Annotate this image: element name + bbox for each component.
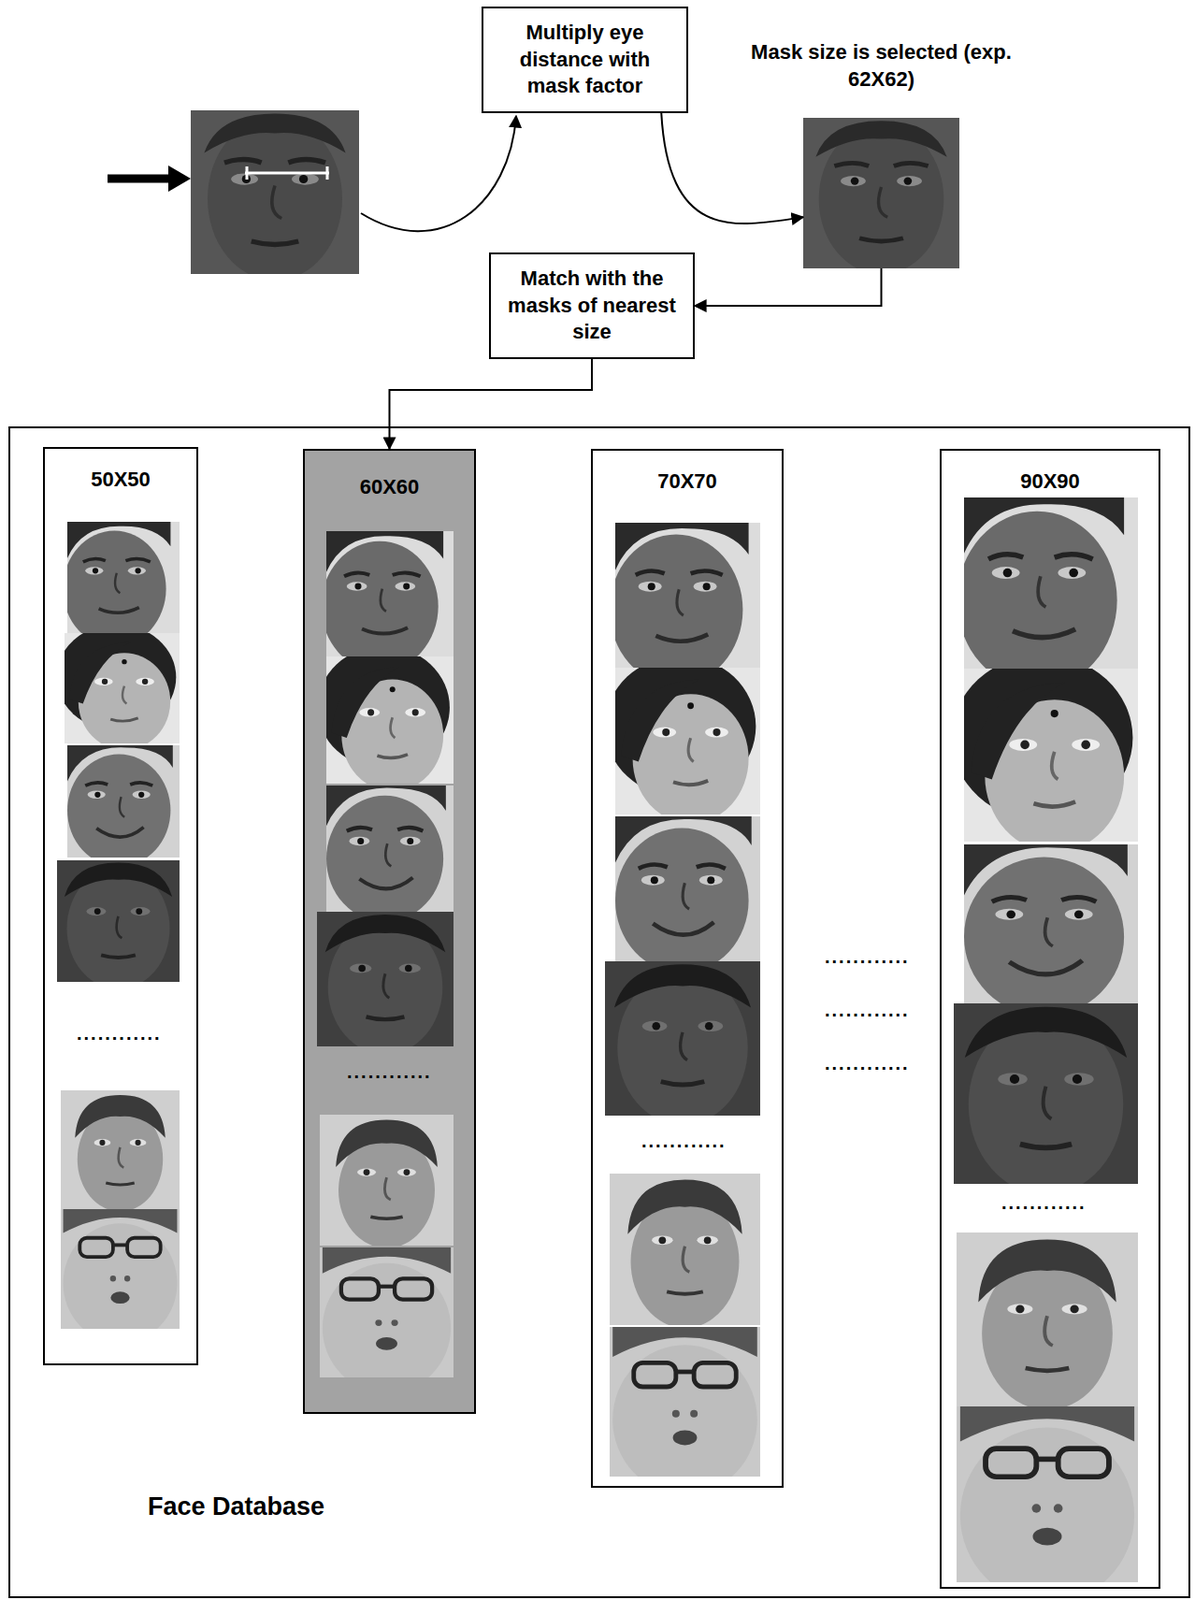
mask-image: Mask size is selected (exp. 62X62) [803,117,960,269]
face-photo [316,646,454,792]
face-photo [956,1232,1138,1411]
face-photo [609,1326,761,1495]
size-column: 90X90 [939,448,1161,1589]
face-photo [67,745,180,867]
size-column: 60X60 [302,448,476,1414]
region-title: Face Database [147,1492,325,1522]
face-photo [957,497,1138,690]
face-photo [316,911,454,1055]
size-column: 70X70 [590,448,784,1488]
selected-column-fill [303,449,476,1413]
face-photo [326,785,454,922]
column-header: 50X50 [44,467,197,492]
process-box: Match with the masks of nearest size [489,252,695,360]
image-heading: Mask size is selected (exp. 62X62) [741,39,1023,93]
face-photo [321,531,454,672]
mask-face [803,117,960,274]
process-box: Multiply eye distance with mask factor [481,6,689,114]
face-photo [615,816,761,973]
face-photo [951,654,1138,852]
box-text: Multiply eye distance with mask factor [492,19,677,101]
input-face [190,110,360,281]
face-photo [604,655,761,823]
size-column: 50X50 [43,446,199,1366]
face-photo [609,1173,761,1328]
face-photo [604,961,761,1125]
flow-arrow [389,359,593,449]
face-photo [956,1406,1138,1600]
face-photo [953,1003,1138,1195]
face-photo [319,1114,454,1249]
ellipsis-dots: ............ [824,947,910,966]
face-photo [60,1090,180,1212]
flow-arrow [661,113,804,224]
input-arrow [107,174,174,184]
face-photo [57,860,180,990]
ellipsis-dots: ............ [346,1062,432,1081]
input-curve [360,115,517,231]
face-photo [56,624,180,751]
face-photo [62,521,180,647]
column-header: 60X60 [304,475,475,500]
column-header: 70X70 [592,469,782,494]
face-photo [964,844,1138,1017]
box-text: Match with the masks of nearest size [500,265,684,346]
flow-arrow [694,268,882,306]
face-photo [609,522,761,686]
eye-distance-line [244,166,330,180]
ellipsis-dots: ............ [824,1000,910,1020]
face-photo [60,1209,180,1343]
ellipsis-dots: ............ [824,1053,910,1073]
ellipsis-dots: ............ [1001,1193,1087,1212]
input-arrow-head [168,165,191,192]
face-photo [319,1247,454,1394]
column-header: 90X90 [941,469,1159,494]
ellipsis-dots: ............ [641,1131,727,1151]
ellipsis-dots: ............ [76,1023,162,1043]
database-region: Face Database 50X50 60X60 70X70 90X90 [8,426,1191,1599]
